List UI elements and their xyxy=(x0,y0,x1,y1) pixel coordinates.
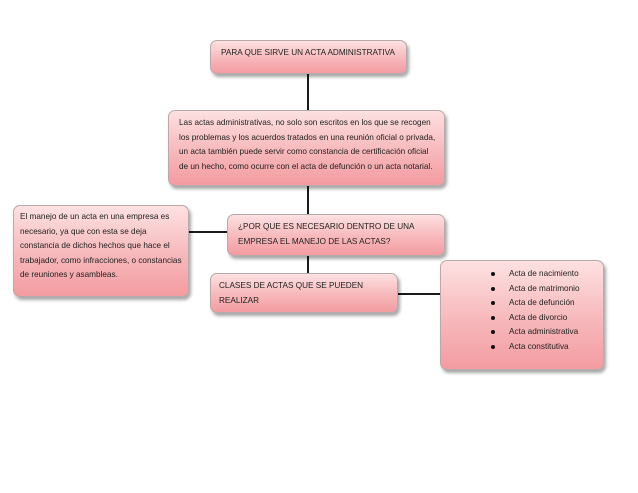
bullet-icon xyxy=(491,330,495,334)
classes-list-node: Acta de nacimiento Acta de matrimonio Ac… xyxy=(440,260,604,370)
connector-question-classes xyxy=(307,255,309,274)
list-item: Acta de nacimiento xyxy=(489,267,599,282)
list-item: Acta de matrimonio xyxy=(489,282,599,297)
classes-list: Acta de nacimiento Acta de matrimonio Ac… xyxy=(489,267,599,354)
title-text: PARA QUE SIRVE UN ACTA ADMINISTRATIVA xyxy=(221,48,395,57)
bullet-icon xyxy=(491,286,495,291)
list-item: Acta de defunción xyxy=(489,296,599,311)
definition-node: Las actas administrativas, no solo son e… xyxy=(168,110,445,186)
list-item: Acta de divorcio xyxy=(489,311,599,326)
definition-text: Las actas administrativas, no solo son e… xyxy=(179,118,436,171)
question-text: ¿POR QUE ES NECESARIO DENTRO DE UNA EMPR… xyxy=(238,222,415,246)
connector-answer-question xyxy=(189,231,227,233)
bullet-icon xyxy=(491,301,495,305)
bullet-icon xyxy=(491,315,495,320)
bullet-icon xyxy=(491,344,495,349)
list-item: Acta constitutiva xyxy=(489,340,599,355)
classes-node: CLASES DE ACTAS QUE SE PUEDEN REALIZAR xyxy=(210,273,398,313)
bullet-icon xyxy=(491,272,495,276)
connector-title-definition xyxy=(307,74,309,110)
connector-definition-question xyxy=(307,185,309,214)
connector-classes-list xyxy=(398,293,440,295)
title-node: PARA QUE SIRVE UN ACTA ADMINISTRATIVA xyxy=(210,40,407,74)
answer-text: El manejo de un acta en una empresa es n… xyxy=(20,212,182,279)
answer-node: El manejo de un acta en una empresa es n… xyxy=(13,205,189,297)
classes-label-text: CLASES DE ACTAS QUE SE PUEDEN REALIZAR xyxy=(219,281,364,305)
list-item: Acta administrativa xyxy=(489,325,599,340)
question-node: ¿POR QUE ES NECESARIO DENTRO DE UNA EMPR… xyxy=(227,214,445,256)
